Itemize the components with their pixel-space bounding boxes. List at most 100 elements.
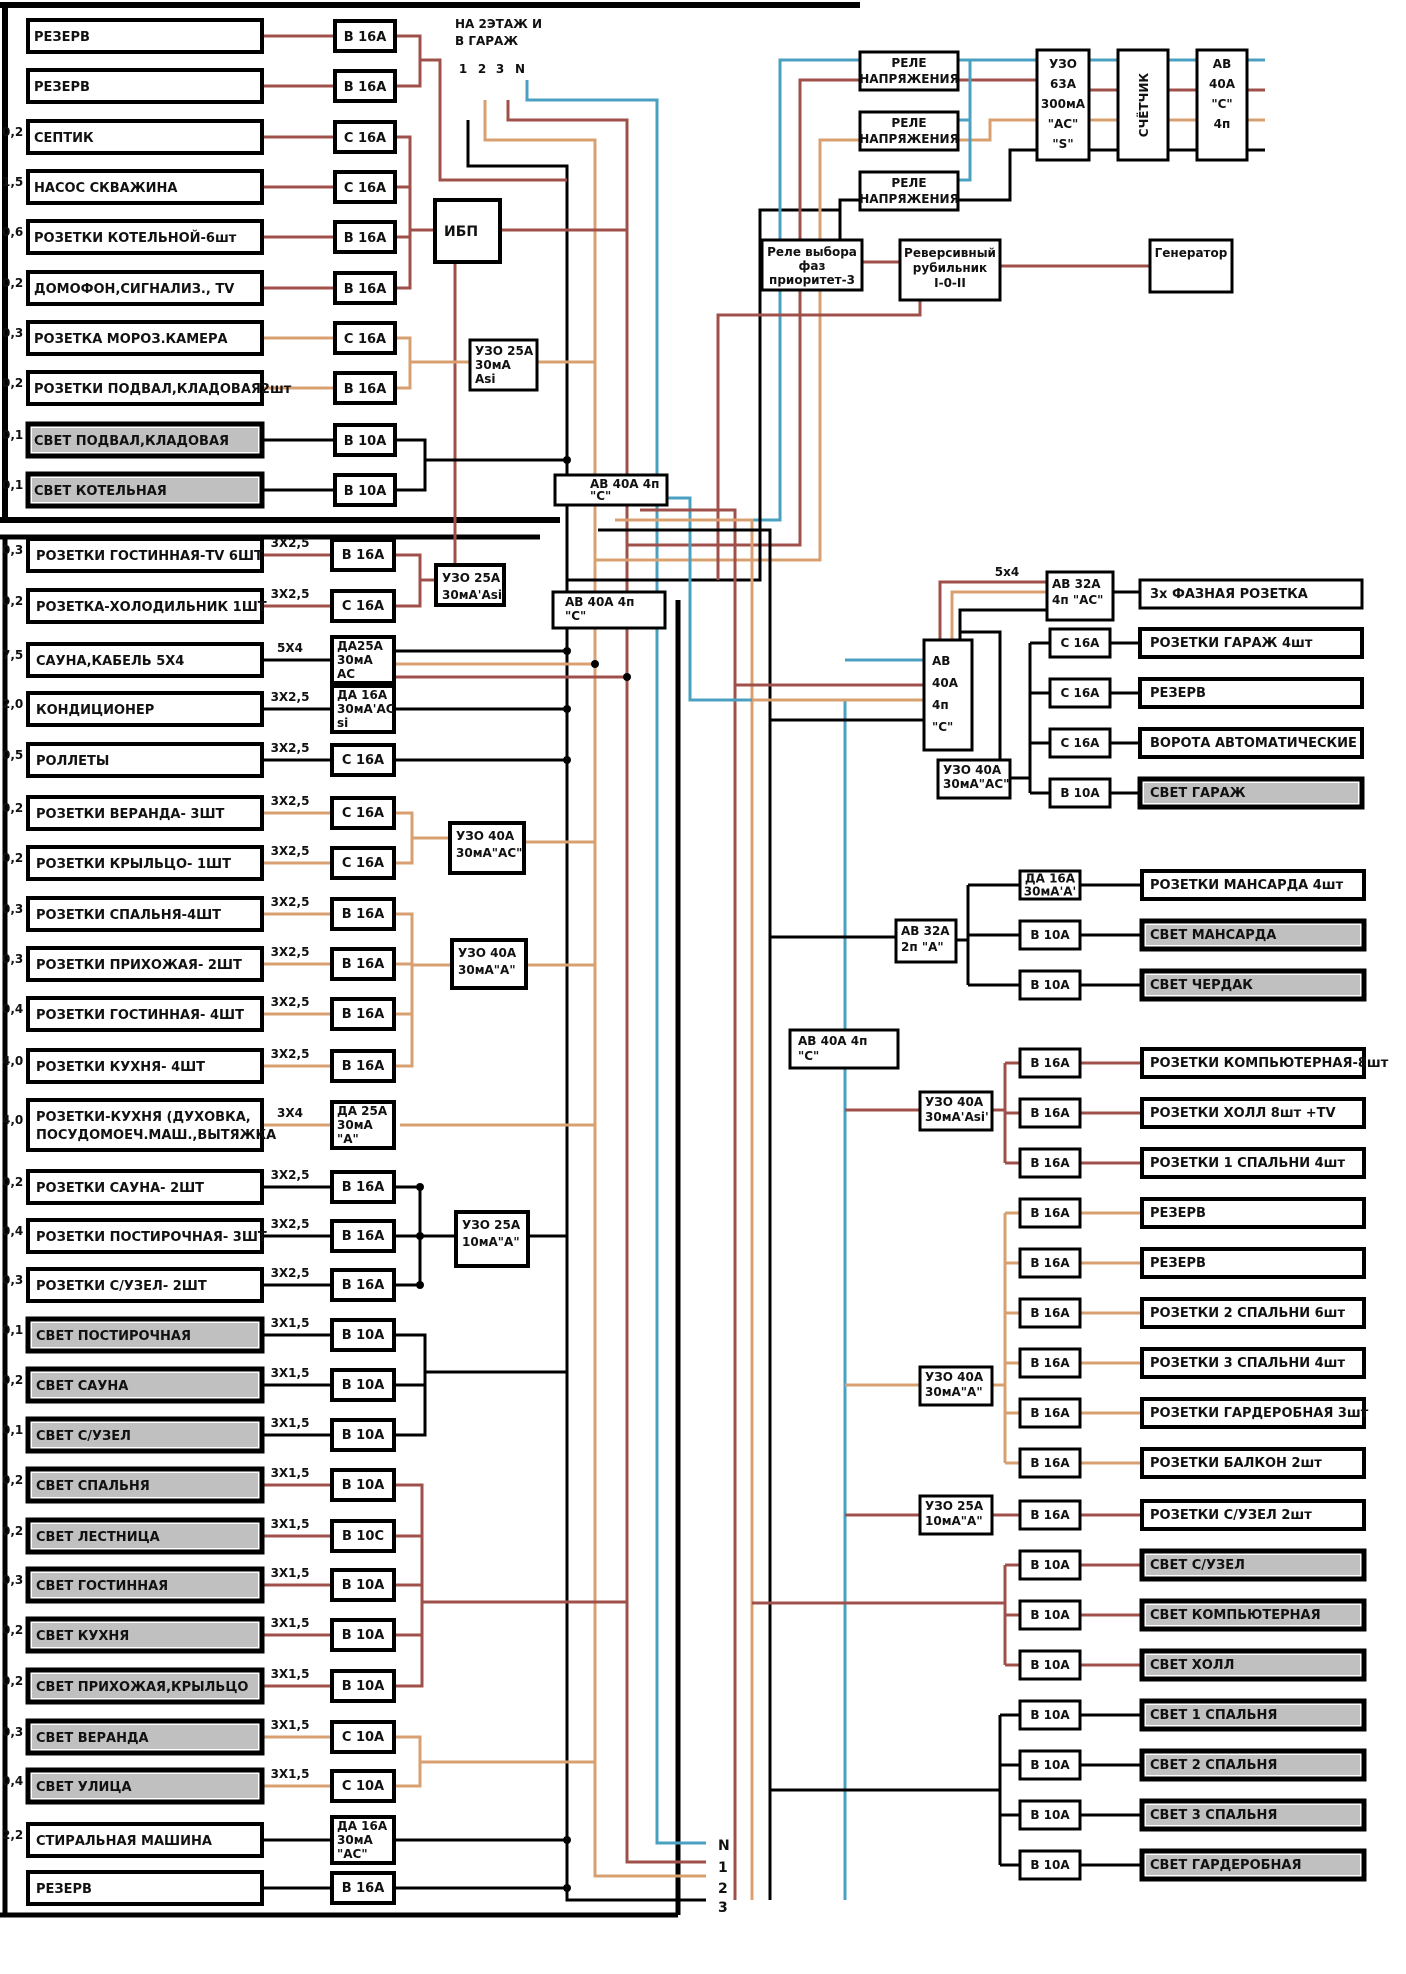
electricity-meter[interactable] [1116,48,1170,162]
load-box[interactable] [1140,1197,1366,1229]
breaker[interactable] [330,1769,396,1803]
breaker[interactable] [330,1871,396,1905]
breaker[interactable] [330,1049,396,1083]
breaker[interactable] [330,1618,396,1652]
breaker[interactable] [330,997,396,1031]
load-box[interactable] [26,1218,264,1254]
load-box[interactable] [26,1169,264,1205]
load-box[interactable] [26,896,264,932]
breaker[interactable] [330,947,396,981]
load-box[interactable] [1138,677,1364,709]
load-box[interactable] [26,1822,264,1858]
breaker[interactable] [1018,1749,1082,1781]
load-box[interactable] [1140,1499,1366,1531]
voltage-relay[interactable] [858,110,960,152]
load-box[interactable] [1140,1397,1366,1429]
load-box[interactable] [1138,578,1364,610]
breaker[interactable] [1018,1347,1082,1379]
breaker[interactable] [330,1815,396,1865]
load-box[interactable] [1140,869,1366,901]
main-breaker-input[interactable] [1195,48,1249,162]
transfer-switch[interactable] [898,238,1002,302]
breaker[interactable] [1018,1047,1082,1079]
rcd-box[interactable] [918,1494,994,1536]
breaker[interactable] [333,220,397,254]
rcd-box[interactable] [450,938,528,990]
breaker[interactable] [330,897,396,931]
breaker[interactable] [333,19,397,53]
ups-box[interactable] [433,198,502,264]
load-box[interactable] [1140,1247,1366,1279]
load-box[interactable] [26,691,264,727]
breaker[interactable] [330,1418,396,1452]
load-box[interactable] [1140,1147,1366,1179]
load-box[interactable] [1140,1297,1366,1329]
breaker[interactable] [333,69,397,103]
load-box[interactable] [26,845,264,881]
breaker[interactable] [333,321,397,355]
load-box[interactable] [26,1267,264,1303]
main-rcd[interactable] [1035,48,1091,162]
load-box[interactable] [1140,1097,1366,1129]
main-breaker-1[interactable] [553,473,669,507]
breaker[interactable] [330,1720,396,1754]
breaker[interactable] [1018,1247,1082,1279]
garage-feed-breaker[interactable] [922,638,974,752]
breaker[interactable] [333,271,397,305]
breaker[interactable] [1018,1849,1082,1881]
breaker[interactable] [1048,677,1112,709]
breaker[interactable] [330,1268,396,1302]
load-box[interactable] [26,1048,264,1084]
breaker[interactable] [1048,727,1112,759]
load-box[interactable] [26,219,264,255]
breaker[interactable] [1018,1297,1082,1329]
breaker[interactable] [333,473,397,507]
breaker[interactable] [330,1170,396,1204]
breaker[interactable] [1048,627,1112,659]
load-box[interactable] [26,996,264,1032]
breaker[interactable] [1018,1499,1082,1531]
breaker[interactable] [330,589,396,623]
rcd-box[interactable] [918,1365,994,1407]
garage-rcd[interactable] [936,758,1012,800]
breaker[interactable] [330,1519,396,1553]
breaker[interactable] [1018,1699,1082,1731]
load-box[interactable] [26,169,264,205]
load-box[interactable] [26,642,264,678]
load-box[interactable] [1140,1447,1366,1479]
breaker[interactable] [1018,1549,1082,1581]
load-box[interactable] [26,795,264,831]
breaker[interactable] [1018,1147,1082,1179]
breaker[interactable] [1018,1397,1082,1429]
breaker[interactable] [330,743,396,777]
breaker[interactable] [330,1219,396,1253]
load-box[interactable] [26,1098,264,1152]
main-breaker-2[interactable] [551,590,667,630]
rcd-box[interactable] [918,1090,994,1132]
load-box[interactable] [26,537,264,573]
rcd-box[interactable] [454,1210,530,1268]
rcd-box[interactable] [434,563,506,607]
breaker[interactable] [333,170,397,204]
load-box[interactable] [26,370,264,406]
breaker[interactable] [330,538,396,572]
breaker[interactable] [1018,1447,1082,1479]
load-box[interactable] [26,320,264,356]
breaker[interactable] [333,371,397,405]
breaker[interactable] [1018,1649,1082,1681]
load-box[interactable] [26,1870,264,1906]
phase-select-relay[interactable] [760,238,864,292]
load-box[interactable] [26,119,264,155]
load-box[interactable] [1140,1047,1366,1079]
breaker[interactable] [1048,777,1112,809]
three-phase-breaker[interactable] [1045,570,1115,622]
breaker[interactable] [333,423,397,457]
load-box[interactable] [26,588,264,624]
breaker[interactable] [330,1568,396,1602]
load-box[interactable] [26,270,264,306]
rcd-box[interactable] [448,821,526,875]
breaker[interactable] [330,1100,396,1150]
breaker[interactable] [1018,969,1082,1001]
breaker[interactable] [330,796,396,830]
voltage-relay[interactable] [858,170,960,212]
